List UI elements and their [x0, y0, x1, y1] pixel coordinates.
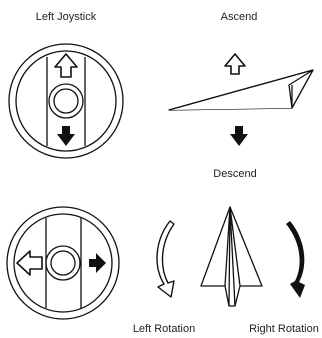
ascend-label: Ascend — [221, 11, 258, 23]
descend-label: Descend — [213, 168, 256, 180]
left-rotation-label: Left Rotation — [133, 323, 195, 335]
rotate-left-arrow-icon — [157, 221, 174, 297]
right-rotation-label: Right Rotation — [249, 323, 319, 335]
descend-arrow-icon — [230, 126, 248, 146]
ascend-arrow-icon — [225, 54, 245, 74]
rotate-right-arrow-icon — [286, 221, 305, 298]
left-joystick-label: Left Joystick — [36, 11, 97, 23]
paper-plane-top-view-icon — [201, 207, 262, 306]
paper-plane-side-view-icon — [169, 70, 313, 110]
